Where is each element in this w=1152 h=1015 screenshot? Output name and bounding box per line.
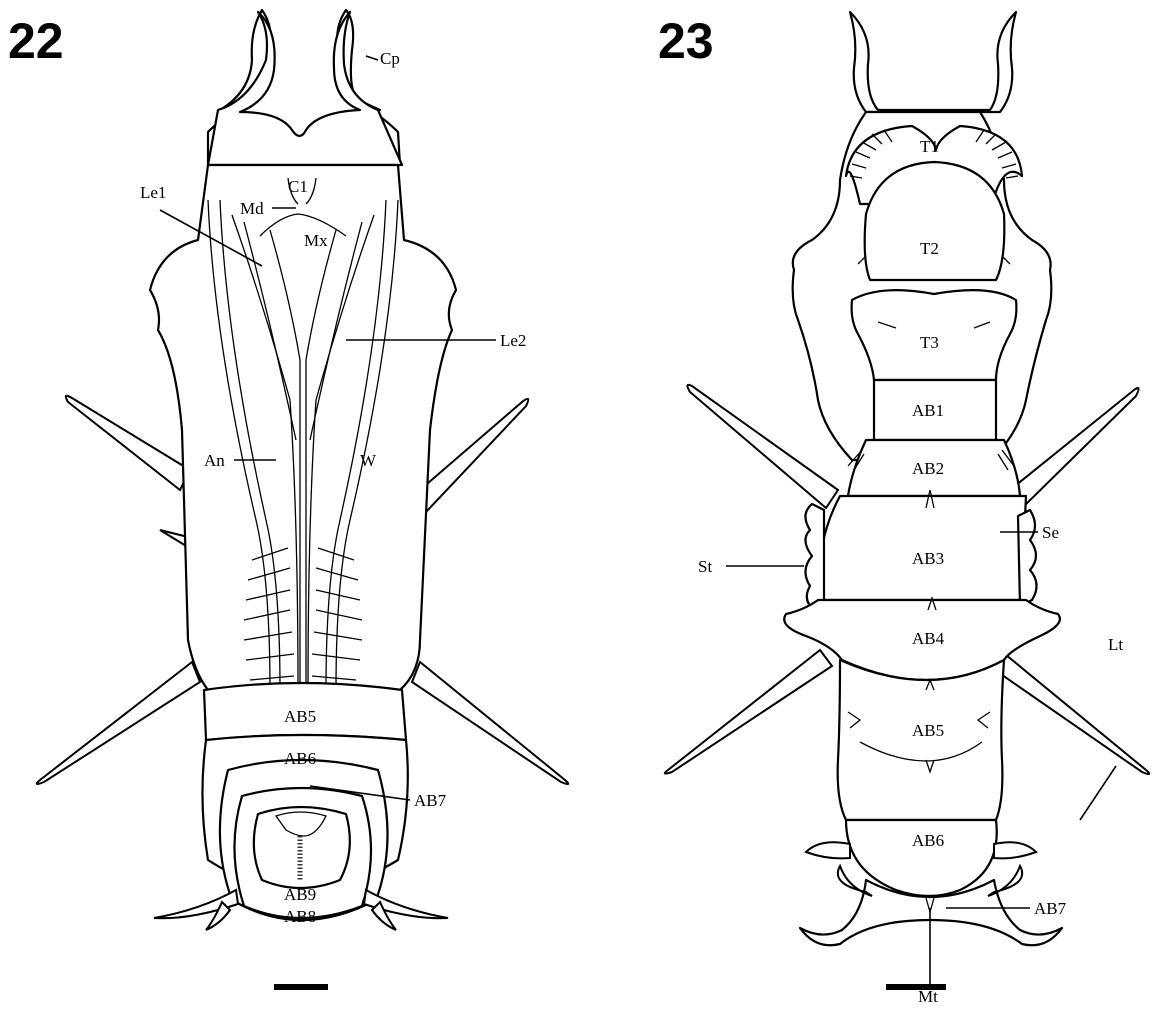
label-ab6: AB6 xyxy=(284,749,316,768)
label-le2: Le2 xyxy=(500,331,526,350)
spine-right-thoracic xyxy=(1010,388,1139,510)
spine-left-upper xyxy=(66,396,190,490)
spine-right-upper xyxy=(420,399,528,512)
figure-number-23: 23 xyxy=(658,13,714,69)
leader-lt xyxy=(1080,766,1116,820)
spine-right-lower xyxy=(412,662,568,784)
label-se: Se xyxy=(1042,523,1059,542)
cephalic-process-23 xyxy=(850,12,1016,112)
label-t1: T1 xyxy=(920,137,939,156)
ab6-flange-right xyxy=(994,842,1036,858)
abdominal-segment-3-23 xyxy=(818,496,1026,600)
label-ab4: AB4 xyxy=(912,629,945,648)
figure-number-22: 22 xyxy=(8,13,64,69)
label-ab5-23: AB5 xyxy=(912,721,944,740)
label-ab6-23: AB6 xyxy=(912,831,944,850)
head xyxy=(208,12,402,165)
label-ab8: AB8 xyxy=(284,907,316,926)
figure-22: 22 xyxy=(8,10,568,990)
abdominal-segment-5-23 xyxy=(838,660,1004,820)
label-ab5: AB5 xyxy=(284,707,316,726)
leader-cp xyxy=(366,56,378,60)
label-w: W xyxy=(360,451,377,470)
spine-left-lower xyxy=(37,662,200,784)
label-cp: Cp xyxy=(380,49,400,68)
label-ab3: AB3 xyxy=(912,549,944,568)
label-le1: Le1 xyxy=(140,183,166,202)
label-cl: C1 xyxy=(288,177,308,196)
thorax-wing-case xyxy=(150,165,456,690)
label-ab7: AB7 xyxy=(414,791,447,810)
ab6-flange-left xyxy=(806,842,850,858)
label-mx: Mx xyxy=(304,231,328,250)
label-st: St xyxy=(698,557,712,576)
label-lt: Lt xyxy=(1108,635,1123,654)
figure-23: 23 xyxy=(658,12,1149,1006)
label-t3: T3 xyxy=(920,333,939,352)
tergite-2 xyxy=(865,162,1005,280)
spiracle-right xyxy=(1018,510,1037,606)
label-ab1: AB1 xyxy=(912,401,944,420)
label-t2: T2 xyxy=(920,239,939,258)
label-ab7-23: AB7 xyxy=(1034,899,1067,918)
label-md: Md xyxy=(240,199,264,218)
spine-left-thoracic xyxy=(687,385,838,508)
scale-bar-23 xyxy=(886,984,946,990)
label-ab9: AB9 xyxy=(284,885,316,904)
spine-right-lateral xyxy=(992,650,1149,774)
label-ab2: AB2 xyxy=(912,459,944,478)
spiracle-left xyxy=(805,504,824,610)
label-an: An xyxy=(204,451,225,470)
scale-bar-22 xyxy=(274,984,328,990)
spine-left-lateral xyxy=(665,650,832,774)
